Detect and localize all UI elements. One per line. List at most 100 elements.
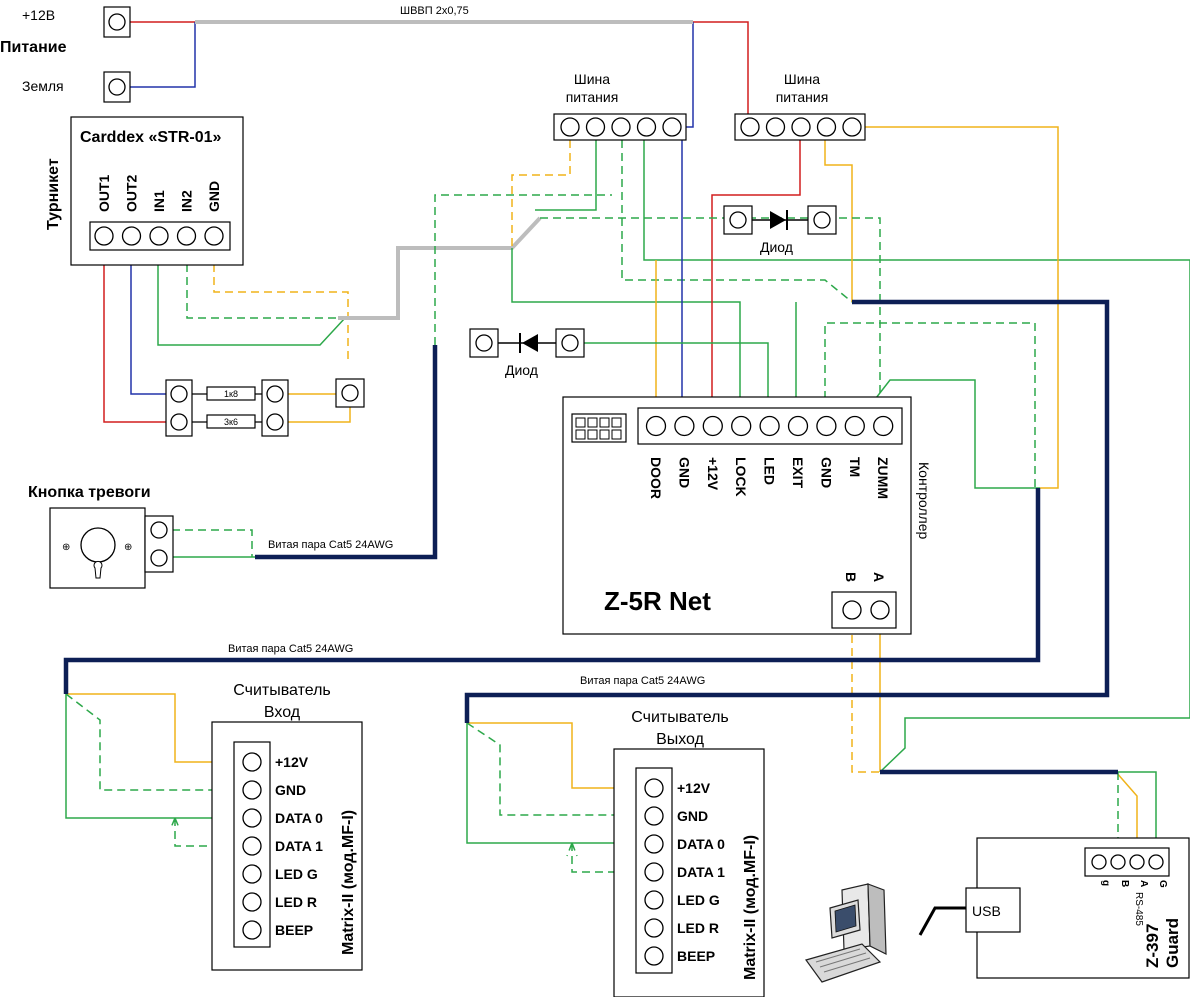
wire-bus1-pin4 [643, 127, 1190, 261]
reader-out-terminal-6 [644, 918, 664, 938]
reader-out-terminal-5 [644, 890, 664, 910]
alarm-terminal-2 [150, 549, 168, 567]
terminal-plus12-screw [108, 13, 126, 31]
controller-terminal-6 [787, 415, 809, 437]
reader-out-title-line1: Считыватель [631, 709, 729, 726]
reader-in-terminal-1 [242, 752, 262, 772]
turnstile-title: Carddex «STR-01» [80, 129, 221, 146]
reader-out-pin-5: LED G [677, 892, 720, 908]
wire-bus1-pin1 [511, 127, 571, 248]
reader-in-pin-2: GND [275, 782, 306, 798]
jumper-pin [611, 429, 622, 440]
alarm-terminal-1 [150, 521, 168, 539]
alarm-screw-left-icon: ⊕ [62, 542, 70, 553]
wire-gnd-turnstile [213, 251, 349, 360]
wire-rin-gnd [65, 693, 252, 791]
converter-terminal-1 [1091, 854, 1107, 870]
converter-terminal-4 [1148, 854, 1164, 870]
twisted-pair-label-1: Витая пара Cat5 24AWG [268, 539, 393, 551]
controller-terminal-2 [674, 415, 695, 437]
jumper-pin [587, 429, 598, 440]
converter-pin-4: G [1157, 880, 1168, 888]
label-plus12: +12В [22, 7, 55, 23]
twisted-pair-label-3: Витая пара Cat5 24AWG [580, 675, 705, 687]
diode2-symbol-icon [522, 334, 538, 352]
reader-out-terminal-7 [644, 946, 664, 966]
diode2-screw-right [561, 334, 579, 352]
controller-pin-5: LED [762, 457, 778, 485]
resistor-1k8 [206, 386, 256, 401]
reader-in-pin-3: DATA 0 [275, 810, 323, 826]
wire-in1 [157, 251, 346, 346]
reader-in-terminal-6 [242, 892, 262, 912]
controller-name: Z-5R Net [604, 586, 711, 616]
bus1-terminal-1 [560, 117, 580, 137]
reader-out-model: Matrix-II (мод.MF-I) [742, 835, 759, 980]
controller-pin-7: GND [818, 457, 834, 488]
wire-alarm-dash [434, 194, 881, 425]
reader-out-title-line2: Выход [656, 731, 705, 748]
wire-bus1-pin3 [621, 127, 853, 303]
reader-in-terminal-5 [242, 864, 262, 884]
wire-bus2-plus [711, 127, 801, 425]
diode2-label: Диод [505, 362, 538, 378]
converter-usb-label: USB [972, 903, 1001, 919]
reader-out-pin-6: LED R [677, 920, 719, 936]
bus1-terminal-2 [585, 117, 606, 137]
wire-bus2-yellow [824, 126, 1059, 489]
converter-terminal-3 [1129, 854, 1145, 870]
jumper-pin [575, 429, 586, 440]
reader-out-terminal-strip [635, 767, 673, 974]
cable-reader-in [63, 488, 1041, 694]
cable-usb [918, 906, 968, 936]
wire-alarm-1 [172, 529, 253, 557]
converter-name-line1: Z-397 [1143, 924, 1162, 968]
reader-in-pin-7: BEEP [275, 922, 313, 938]
turnstile-terminal-gnd [204, 226, 224, 246]
diode1-screw-right [813, 211, 831, 229]
controller-rs-a-label: A [871, 572, 887, 582]
converter-terminals [1091, 854, 1164, 870]
turnstile-pin-gnd: GND [206, 181, 222, 212]
turnstile-pin-in1: IN1 [151, 190, 167, 212]
reader-out-pin-4: DATA 1 [677, 864, 725, 880]
converter-usb-box [965, 887, 1021, 933]
jumper-pin [587, 417, 598, 428]
reader-out-terminal-2 [644, 806, 664, 826]
label-ground: Земля [22, 78, 64, 94]
controller-rs-b-terminal [842, 600, 862, 620]
resistor-terminal-right-2 [266, 413, 284, 431]
diode1-label: Диод [760, 239, 793, 255]
jumper-pin [599, 429, 610, 440]
wire-out2 [130, 251, 170, 395]
resistor-terminal-right-1 [266, 385, 284, 403]
resistor-block: 1к8 3к6 [165, 378, 365, 437]
label-power: Питание [0, 39, 67, 56]
terminal-junction-screw [341, 384, 359, 402]
converter-pin-2: B [1119, 880, 1130, 887]
controller-pin-9: ZUMM [875, 457, 891, 499]
controller-pin-4: LOCK [733, 457, 749, 497]
converter-pin-3: A [1138, 880, 1149, 887]
reader-out-pin-2: GND [677, 808, 708, 824]
reader-in-title-line1: Считыватель [233, 682, 331, 699]
reader-in-terminals [242, 752, 262, 940]
turnstile-terminal-out1 [94, 226, 114, 246]
controller-pin-3: +12V [705, 457, 721, 491]
controller-rs-a-terminal [870, 600, 890, 620]
controller-terminal-3 [702, 415, 723, 437]
alarm-screw-right-icon: ⊕ [124, 542, 132, 553]
controller-terminal-1 [645, 415, 667, 437]
controller-terminal-7 [816, 415, 837, 437]
controller-terminal-4 [731, 415, 752, 437]
terminal-ground-screw [108, 78, 126, 96]
reader-out-pin-3: DATA 0 [677, 836, 725, 852]
label-cable-power: ШВВП 2х0,75 [400, 5, 469, 17]
wire-rs-b [851, 622, 880, 773]
